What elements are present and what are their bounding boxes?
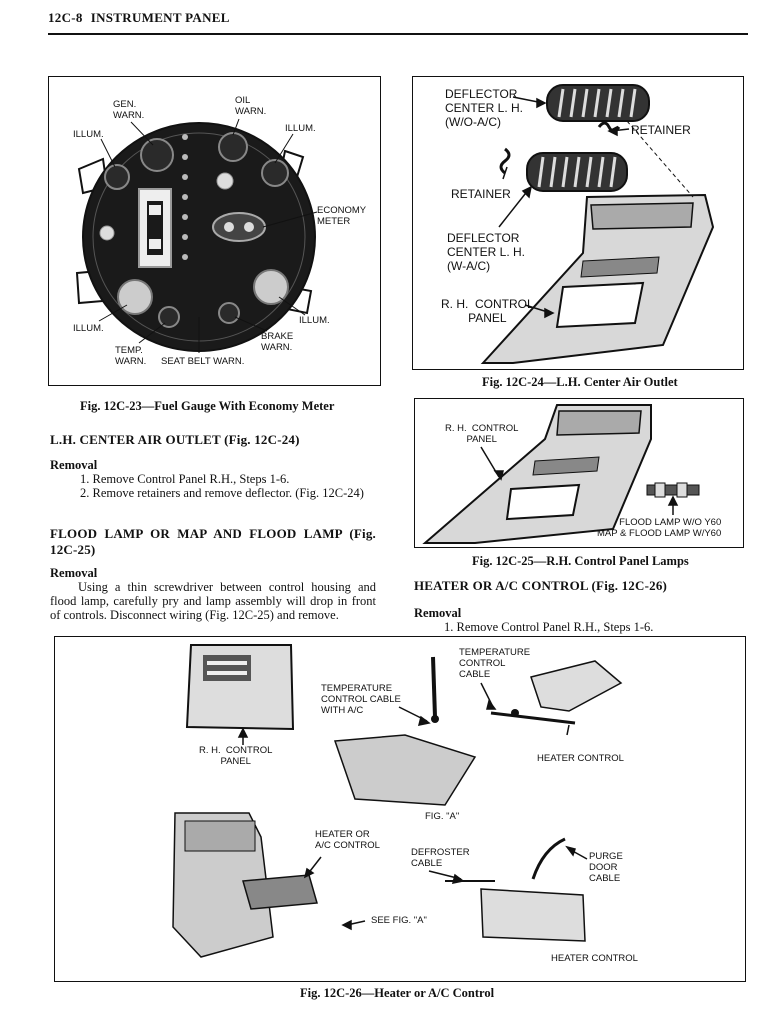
label-see-fig-a: SEE FIG. "A"	[371, 915, 427, 926]
page-number: 12C-8	[48, 10, 83, 25]
label-flood-lamp: FLOOD LAMP W/O Y60 MAP & FLOOD LAMP W/Y6…	[597, 517, 722, 539]
subheading-removal-3: Removal	[414, 606, 462, 620]
step-remove-control-panel-1: 1. Remove Control Panel R.H., Steps 1-6.	[80, 472, 290, 486]
flood-lamp-instructions: Using a thin screwdriver between control…	[50, 580, 376, 622]
caption-fig-12c-26: Fig. 12C-26—Heater or A/C Control	[300, 986, 495, 1000]
label-defroster-cable: DEFROSTER CABLE	[411, 847, 470, 869]
page-header: 12C-8 INSTRUMENT PANEL	[48, 10, 230, 26]
label-illum-bottom-left: ILLUM.	[73, 323, 104, 334]
label-temp-cable-with-ac: TEMPERATURE CONTROL CABLE WITH A/C	[321, 683, 401, 716]
label-rh-control-panel: R. H. CONTROL PANEL	[441, 297, 534, 325]
section-title: INSTRUMENT PANEL	[90, 10, 230, 25]
label-illum-top-left: ILLUM.	[73, 129, 104, 140]
fuel-gauge-illustration	[75, 118, 318, 353]
air-outlet-illustration	[480, 84, 715, 364]
label-retainer-right: RETAINER	[631, 123, 691, 137]
step-remove-control-panel-3: 1. Remove Control Panel R.H., Steps 1-6.	[444, 620, 654, 634]
heater-control-illustration	[172, 644, 623, 958]
label-illum-right: ILLUM.	[299, 315, 330, 326]
label-seat-belt-warn: SEAT BELT WARN.	[161, 356, 245, 367]
step-remove-retainers: 2. Remove retainers and remove deflector…	[80, 486, 364, 500]
subheading-removal-1: Removal	[50, 458, 98, 472]
label-brake-warn: BRAKE WARN.	[261, 331, 294, 353]
control-panel-lamps-illustration	[422, 404, 700, 544]
caption-fig-12c-23: Fig. 12C-23—Fuel Gauge With Economy Mete…	[80, 399, 335, 413]
label-heater-ac-control: HEATER OR A/C CONTROL	[315, 829, 380, 851]
label-temp-control-cable: TEMPERATURE CONTROL CABLE	[459, 647, 531, 680]
heading-heater-ac-control: HEATER OR A/C CONTROL (Fig. 12C-26)	[414, 578, 668, 593]
label-deflector-w-ac: DEFLECTOR CENTER L. H. (W-A/C)	[447, 231, 526, 273]
heading-flood-lamp: FLOOD LAMP OR MAP AND FLOOD LAMP (Fig. 1…	[50, 526, 376, 557]
figure-12c-23: GEN. WARN. OIL WARN. ILLUM. ILLUM. ECONO…	[48, 76, 381, 386]
header-rule	[48, 33, 748, 35]
label-deflector-wo-ac: DEFLECTOR CENTER L. H. (W/O-A/C)	[445, 87, 524, 129]
figure-12c-25: R. H. CONTROL PANEL FLOOD LAMP W/O Y60 M…	[414, 398, 744, 548]
label-economy-meter: ECONOMY METER	[317, 205, 367, 227]
label-heater-control-top: HEATER CONTROL	[537, 753, 624, 764]
label-heater-control-bottom: HEATER CONTROL	[551, 953, 638, 964]
label-purge-door-cable: PURGE DOOR CABLE	[589, 851, 623, 884]
label-gen-warn: GEN. WARN.	[113, 99, 145, 121]
heading-lh-center-air-outlet: L.H. CENTER AIR OUTLET (Fig. 12C-24)	[50, 432, 300, 447]
label-illum-top-right: ILLUM.	[285, 123, 316, 134]
subheading-removal-2: Removal	[50, 566, 98, 580]
figure-12c-24: DEFLECTOR CENTER L. H. (W/O-A/C) RETAINE…	[412, 76, 744, 370]
figure-12c-26: TEMPERATURE CONTROL CABLE WITH A/C TEMPE…	[54, 636, 746, 982]
label-retainer-left: RETAINER	[451, 187, 511, 201]
caption-fig-12c-24: Fig. 12C-24—L.H. Center Air Outlet	[482, 375, 678, 389]
caption-fig-12c-25: Fig. 12C-25—R.H. Control Panel Lamps	[472, 554, 689, 568]
label-fig-a: FIG. "A"	[425, 811, 460, 822]
label-temp-warn: TEMP. WARN.	[115, 345, 147, 367]
label-rh-control-panel-26: R. H. CONTROL PANEL	[199, 745, 273, 767]
label-oil-warn: OIL WARN.	[235, 95, 267, 117]
label-rh-control-panel-25: R. H. CONTROL PANEL	[445, 423, 519, 445]
